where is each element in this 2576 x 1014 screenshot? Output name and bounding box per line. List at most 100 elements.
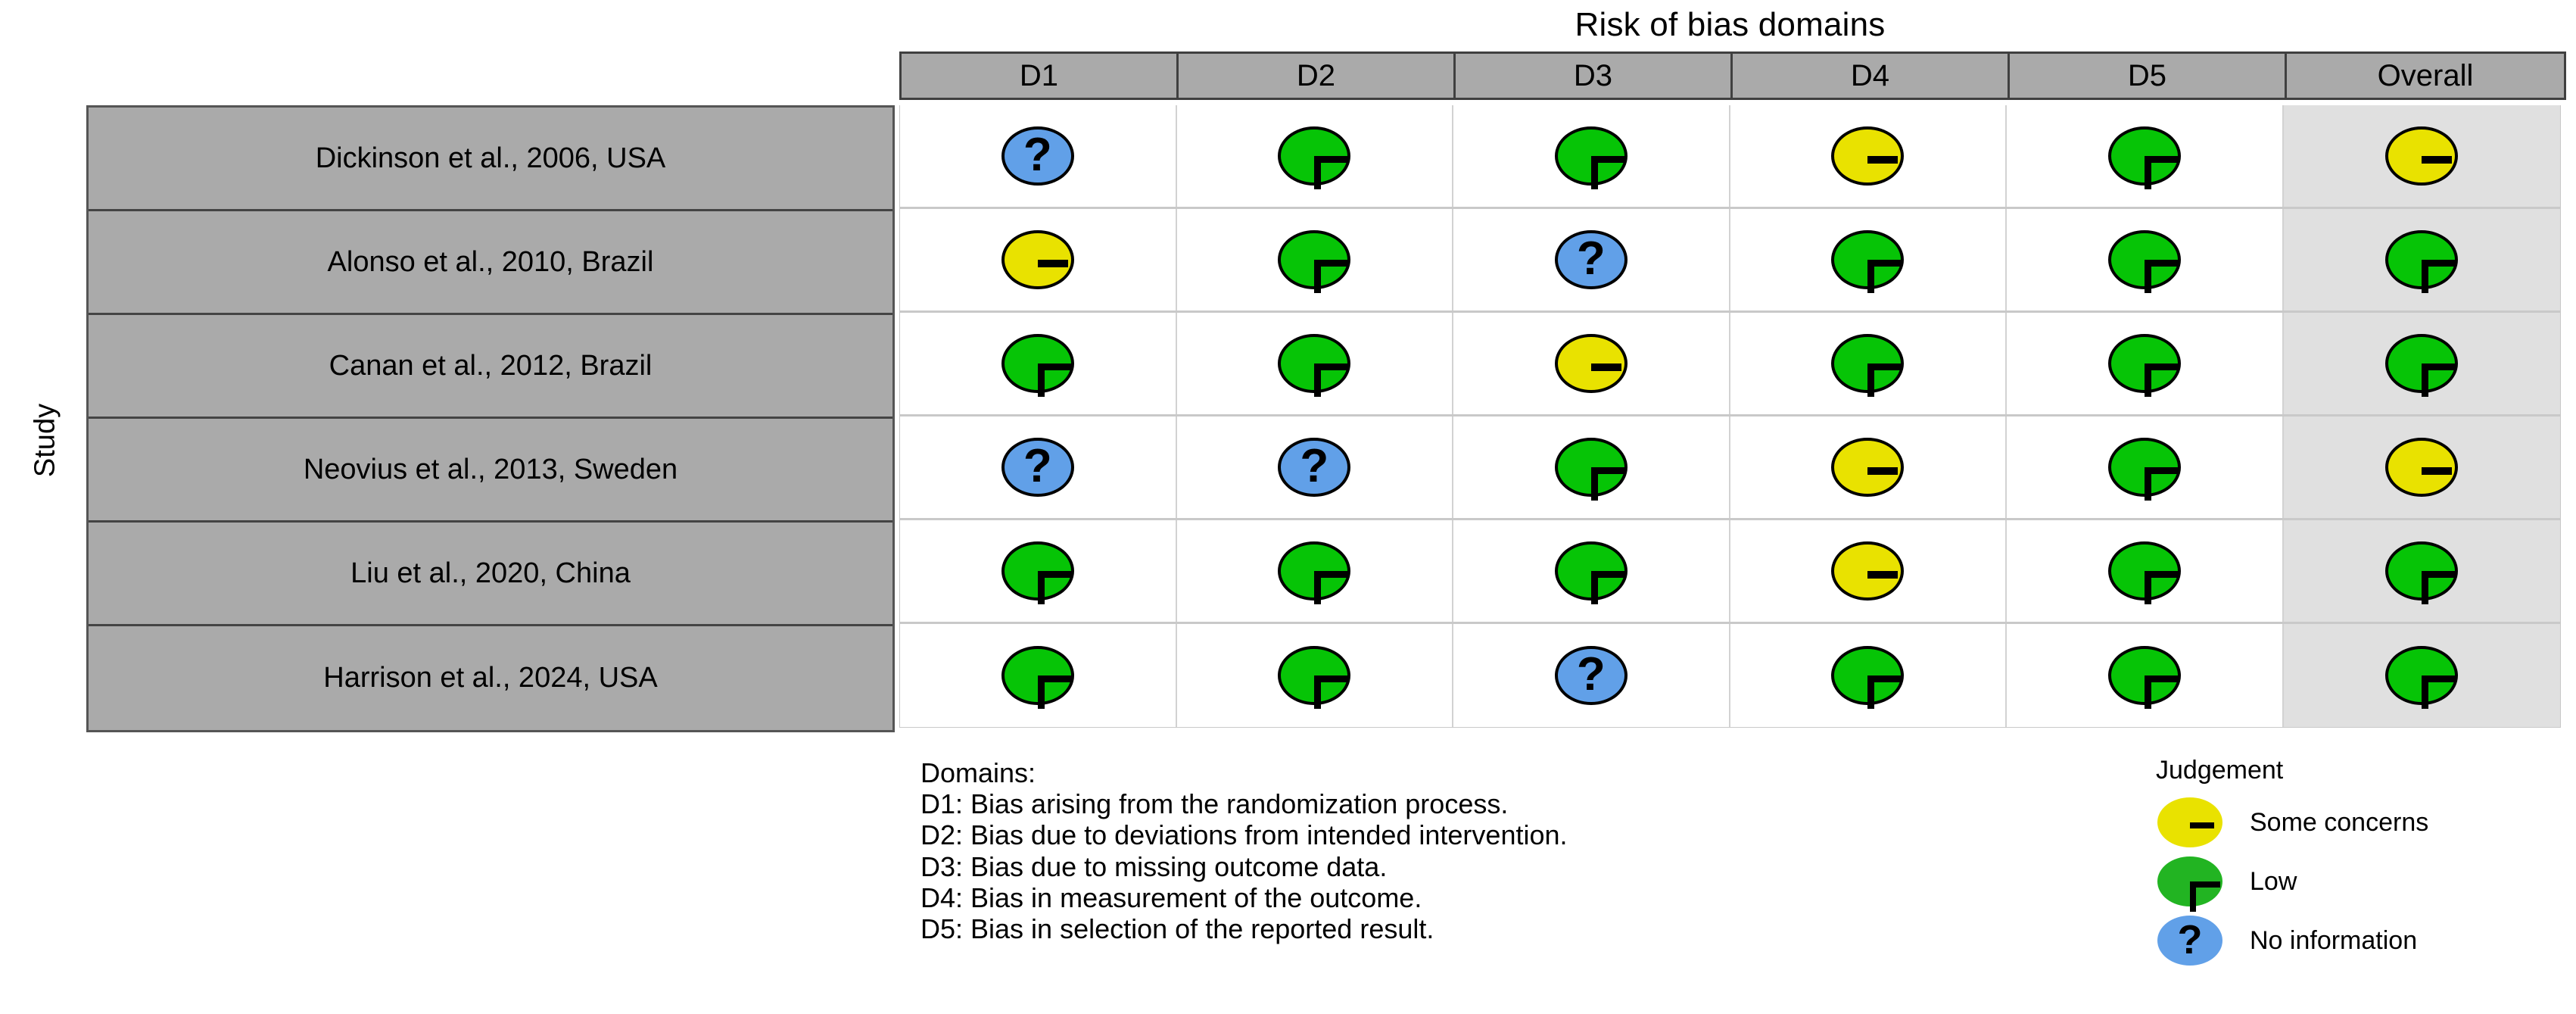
column-header-d5: D5 bbox=[2010, 54, 2287, 98]
judgement-some-concerns-icon bbox=[1554, 334, 1628, 393]
judgement-no-information-icon: ? bbox=[1554, 230, 1628, 289]
judgement-low-icon bbox=[1554, 438, 1628, 497]
judgement-some-concerns-icon bbox=[1831, 126, 1905, 186]
judgement-no-information-icon: ? bbox=[1001, 438, 1074, 497]
judgement-cell-d5 bbox=[2007, 417, 2284, 518]
table-row: ? bbox=[900, 105, 2560, 209]
study-label-row: Liu et al., 2020, China bbox=[89, 523, 892, 626]
judgement-cell-d5 bbox=[2007, 313, 2284, 414]
domains-key: Domains:D1: Bias arising from the random… bbox=[920, 757, 1568, 944]
judgement-low-icon bbox=[1001, 334, 1074, 393]
judgement-key-item: Some concerns bbox=[2148, 793, 2428, 852]
question-mark-icon: ? bbox=[1576, 232, 1606, 285]
judgement-low-icon bbox=[2107, 541, 2181, 601]
judgement-cell-d2 bbox=[1176, 105, 1453, 207]
judgement-cell-d5 bbox=[2007, 520, 2284, 622]
domains-key-line: D1: Bias arising from the randomization … bbox=[920, 788, 1509, 820]
judgement-cell-d5 bbox=[2007, 624, 2284, 727]
judgement-low-icon bbox=[2107, 126, 2181, 186]
judgement-cell-d3 bbox=[1453, 417, 1730, 518]
judgement-some-concerns-icon bbox=[2385, 438, 2459, 497]
judgement-cell-overall bbox=[2283, 417, 2560, 518]
judgement-key-item: ?No information bbox=[2148, 911, 2428, 970]
question-mark-icon: ? bbox=[1300, 440, 1329, 492]
judgement-cell-d4 bbox=[1730, 209, 2007, 310]
judgement-some-concerns-icon bbox=[2385, 126, 2459, 186]
judgement-cell-d3 bbox=[1453, 313, 1730, 414]
domains-key-line: D5: Bias in selection of the reported re… bbox=[920, 913, 1434, 945]
domains-key-line: D2: Bias due to deviations from intended… bbox=[920, 819, 1568, 851]
judgement-cell-d1 bbox=[900, 313, 1177, 414]
column-header-d2: D2 bbox=[1179, 54, 1456, 98]
judgement-cell-d4 bbox=[1730, 417, 2007, 518]
domains-key-line: D3: Bias due to missing outcome data. bbox=[920, 850, 1388, 882]
judgement-low-icon bbox=[2385, 541, 2459, 601]
judgement-cell-d1: ? bbox=[900, 417, 1177, 518]
judgement-low-icon bbox=[1554, 541, 1628, 601]
judgement-cell-d2 bbox=[1176, 313, 1453, 414]
judgement-cell-d4 bbox=[1730, 105, 2007, 207]
judgement-low-icon bbox=[2385, 334, 2459, 393]
judgement-low-icon bbox=[1278, 230, 1351, 289]
judgement-low-icon bbox=[1831, 230, 1905, 289]
study-label-row: Canan et al., 2012, Brazil bbox=[89, 315, 892, 419]
judgement-low-icon bbox=[2385, 646, 2459, 705]
column-header-d3: D3 bbox=[1456, 54, 1733, 98]
column-header-d4: D4 bbox=[1733, 54, 2010, 98]
judgement-cell-d1 bbox=[900, 520, 1177, 622]
question-mark-icon: ? bbox=[1576, 648, 1606, 700]
judgement-low-icon bbox=[1278, 646, 1351, 705]
judgement-some-concerns-icon bbox=[2157, 797, 2222, 847]
judgement-low-icon bbox=[1278, 334, 1351, 393]
column-header-overall: Overall bbox=[2287, 54, 2564, 98]
judgement-no-information-icon: ? bbox=[2157, 916, 2222, 966]
judgement-cell-d4 bbox=[1730, 313, 2007, 414]
study-label-row: Neovius et al., 2013, Sweden bbox=[89, 419, 892, 523]
judgement-cell-d5 bbox=[2007, 105, 2284, 207]
judgement-key-label: Low bbox=[2250, 866, 2297, 896]
judgement-cell-d2 bbox=[1176, 209, 1453, 310]
question-mark-icon: ? bbox=[1023, 440, 1052, 492]
judgement-low-icon bbox=[2157, 856, 2222, 906]
y-axis-label: Study bbox=[29, 403, 61, 478]
table-row bbox=[900, 313, 2560, 417]
judgement-cell-d5 bbox=[2007, 209, 2284, 310]
judgement-cell-d3: ? bbox=[1453, 209, 1730, 310]
judgement-no-information-icon: ? bbox=[1554, 646, 1628, 705]
judgement-cell-d3 bbox=[1453, 520, 1730, 622]
judgement-cell-overall bbox=[2283, 105, 2560, 207]
column-header-d1: D1 bbox=[902, 54, 1179, 98]
judgement-some-concerns-icon bbox=[1831, 541, 1905, 601]
judgement-low-icon bbox=[1001, 541, 1074, 601]
question-mark-icon: ? bbox=[1023, 129, 1052, 181]
table-row: ? bbox=[900, 624, 2560, 728]
table-row bbox=[900, 520, 2560, 624]
judgement-low-icon bbox=[1831, 646, 1905, 705]
study-label-row: Dickinson et al., 2006, USA bbox=[89, 108, 892, 211]
judgement-cell-d1: ? bbox=[900, 105, 1177, 207]
judgement-key-item: Low bbox=[2148, 852, 2428, 911]
judgement-cell-d1 bbox=[900, 209, 1177, 310]
judgement-cell-d4 bbox=[1730, 624, 2007, 727]
judgement-some-concerns-icon bbox=[1831, 438, 1905, 497]
judgement-cell-d2 bbox=[1176, 520, 1453, 622]
judgement-low-icon bbox=[2107, 230, 2181, 289]
judgement-cell-overall bbox=[2283, 624, 2560, 727]
judgement-low-icon bbox=[2385, 230, 2459, 289]
judgement-no-information-icon: ? bbox=[1278, 438, 1351, 497]
question-mark-icon: ? bbox=[2177, 917, 2203, 963]
table-row: ? bbox=[900, 209, 2560, 313]
judgement-cell-d4 bbox=[1730, 520, 2007, 622]
judgement-cell-d3: ? bbox=[1453, 624, 1730, 727]
table-row: ?? bbox=[900, 417, 2560, 520]
study-label-row: Alonso et al., 2010, Brazil bbox=[89, 211, 892, 315]
judgement-low-icon bbox=[1278, 126, 1351, 186]
judgement-low-icon bbox=[1001, 646, 1074, 705]
judgement-cell-overall bbox=[2283, 209, 2560, 310]
domains-key-line: D4: Bias in measurement of the outcome. bbox=[920, 881, 1422, 913]
domains-key-heading: Domains: bbox=[920, 757, 1036, 788]
